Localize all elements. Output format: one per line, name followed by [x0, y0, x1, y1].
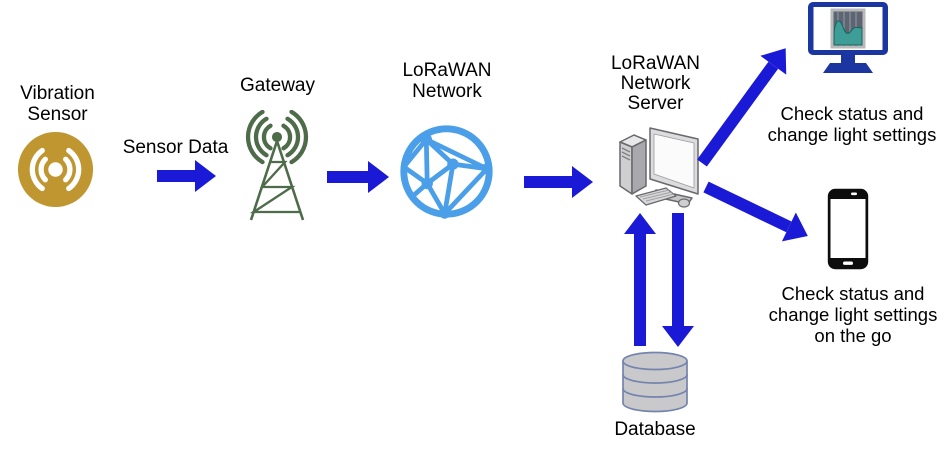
database-icon [622, 351, 688, 413]
smartphone-icon [827, 188, 869, 270]
antenna-tower-icon [245, 110, 309, 221]
arrow-network-to-server [524, 166, 593, 198]
desktop-computer-icon [619, 127, 699, 208]
desktop-client-label: Check status and change light settings [767, 103, 937, 145]
arrow-database-to-server [624, 213, 656, 346]
network-globe-icon [400, 125, 493, 219]
monitor-chart-icon [808, 2, 888, 73]
lorawan-network-server-label: LoRaWAN Network Server [610, 53, 701, 114]
sensor-data-edge-label: Sensor Data [122, 137, 229, 158]
lorawan-network-label: LoRaWAN Network [402, 60, 492, 102]
mobile-client-label: Check status and change light settings o… [768, 283, 938, 346]
gateway-label: Gateway [240, 75, 315, 96]
vibration-sensor-label: Vibration Sensor [20, 83, 95, 125]
arrow-server-to-database [662, 213, 694, 347]
arrow-gateway-to-network [327, 161, 389, 193]
database-label: Database [614, 419, 696, 440]
arrow-sensor-to-gateway [157, 160, 216, 192]
vibration-sensor-icon [17, 131, 94, 208]
arrow-server-to-mobile [699, 173, 815, 251]
